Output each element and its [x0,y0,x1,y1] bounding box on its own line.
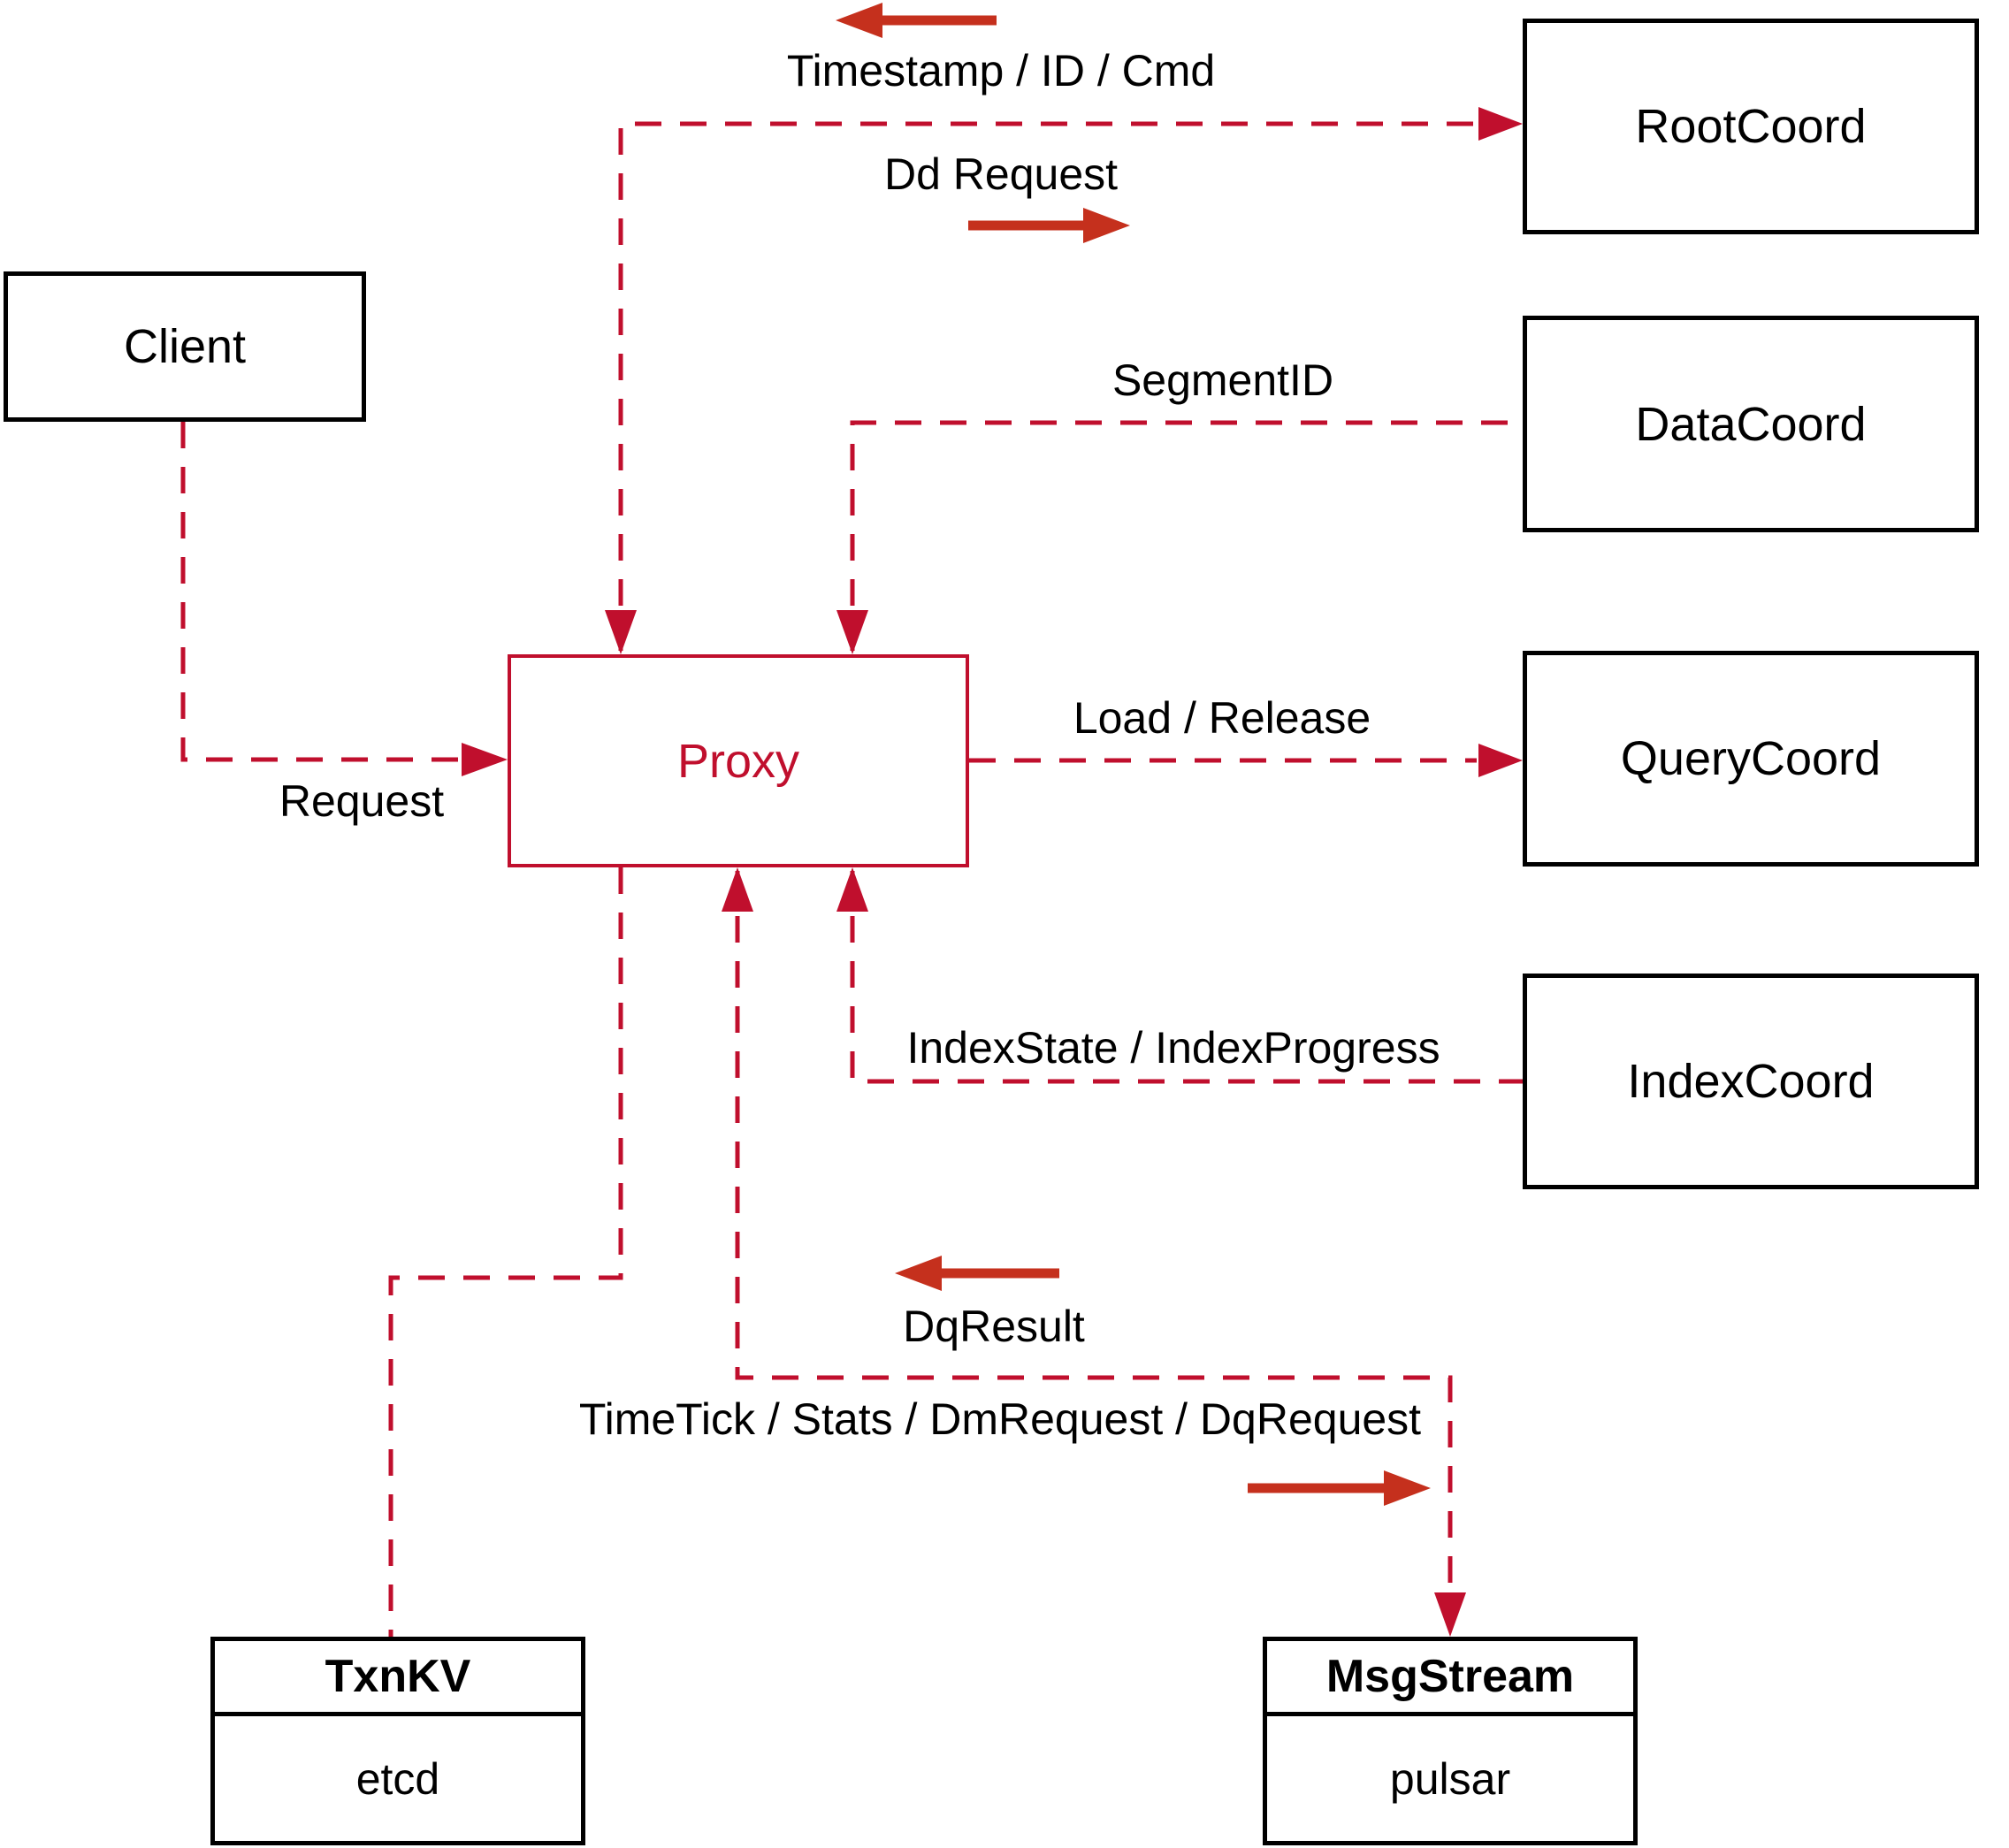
proxy-node: Proxy [508,654,969,867]
arrowhead-into-msgstream [1434,1592,1466,1637]
txnkv-node: TxnKV etcd [210,1637,585,1845]
edge-label-timestamp-id-cmd: Timestamp / ID / Cmd [786,46,1216,95]
client-node: Client [4,271,366,422]
rootcoord-label: RootCoord [1635,100,1867,153]
msgstream-node: MsgStream pulsar [1263,1637,1638,1845]
edge-label-segmentid: SegmentID [1111,355,1334,405]
edge-indexcoord-proxy [850,871,1523,1084]
edge-client-proxy [180,422,462,762]
edge-datacoord-proxy [850,420,1523,651]
datacoord-node: DataCoord [1523,316,1979,532]
txnkv-subtitle: etcd [355,1753,440,1804]
txnkv-title: TxnKV [215,1641,581,1716]
edge-label-load-release: Load / Release [1073,693,1371,743]
arrowhead-into-proxy-bottom-right [836,867,868,912]
client-label: Client [123,320,247,373]
querycoord-label: QueryCoord [1620,732,1882,785]
datacoord-label: DataCoord [1635,397,1867,451]
querycoord-node: QueryCoord [1523,651,1979,867]
msgstream-title: MsgStream [1267,1641,1633,1716]
arrowhead-into-querycoord [1478,744,1523,777]
edge-label-request: Request [279,776,445,826]
arrowhead-into-proxy-top-right [836,610,868,654]
left-arrow-icon [836,3,997,38]
left-arrow-icon [895,1256,1059,1291]
msgstream-subtitle: pulsar [1389,1753,1511,1804]
proxy-label: Proxy [676,734,800,788]
right-arrow-icon [968,208,1130,243]
arrowhead-into-rootcoord [1478,107,1523,141]
arrowhead-into-proxy-bottom-left [722,867,753,912]
arrowhead-into-proxy-top-left [605,610,637,654]
indexcoord-node: IndexCoord [1523,974,1979,1189]
edge-proxy-rootcoord [618,121,1477,651]
edge-label-dd-request: Dd Request [883,149,1119,199]
direction-arrows [836,3,1431,1506]
edge-proxy-msgstream [735,871,1453,1591]
edge-proxy-txnkv [388,867,623,1637]
edge-label-timetick-stats-dmrequest-dqrequest: TimeTick / Stats / DmRequest / DqRequest [578,1394,1422,1444]
arrowhead-into-proxy-left [462,743,508,776]
rootcoord-node: RootCoord [1523,19,1979,234]
edge-label-dqresult: DqResult [903,1302,1085,1351]
indexcoord-label: IndexCoord [1627,1055,1875,1108]
right-arrow-icon [1248,1470,1431,1506]
edge-label-indexstate-indexprogress: IndexState / IndexProgress [906,1023,1440,1073]
